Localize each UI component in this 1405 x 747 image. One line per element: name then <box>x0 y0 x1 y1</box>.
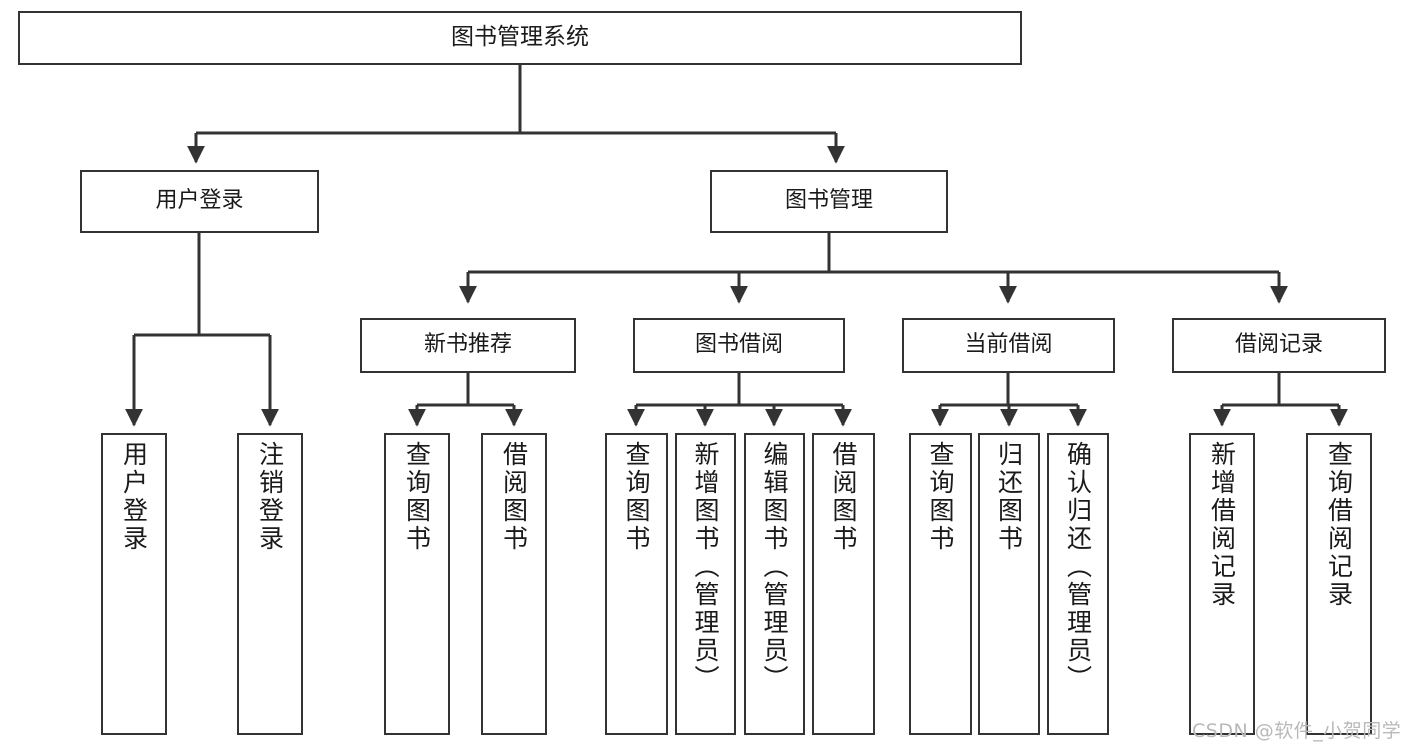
leaf-add-borrow-record[interactable]: 新增借阅记录 <box>1189 433 1255 735</box>
leaf-user-login[interactable]: 用户登录 <box>101 433 167 735</box>
leaf-borrow-book-newbook[interactable]: 借阅图书 <box>481 433 547 735</box>
leaf-query-book-current[interactable]: 查询图书 <box>909 433 972 735</box>
node-label: 归还图书 <box>994 441 1024 553</box>
node-label: 当前借阅 <box>964 332 1053 358</box>
node-root-system[interactable]: 图书管理系统 <box>18 11 1022 65</box>
leaf-query-borrow-record[interactable]: 查询借阅记录 <box>1306 433 1372 735</box>
node-label: 新增借阅记录 <box>1207 441 1237 609</box>
node-borrow-record[interactable]: 借阅记录 <box>1172 318 1386 373</box>
node-book-management[interactable]: 图书管理 <box>710 170 948 233</box>
node-label: 查询借阅记录 <box>1324 441 1354 609</box>
node-book-borrow[interactable]: 图书借阅 <box>633 318 845 373</box>
node-label: 查询图书 <box>402 441 432 553</box>
node-label: 编辑图书（管理员） <box>760 441 789 693</box>
node-label: 新书推荐 <box>423 332 512 358</box>
node-label: 图书管理 <box>784 188 873 214</box>
node-label: 图书借阅 <box>694 332 783 358</box>
node-label: 借阅记录 <box>1234 332 1323 358</box>
node-label: 新增图书（管理员） <box>691 441 720 693</box>
node-label: 借阅图书 <box>499 441 529 553</box>
node-label: 确认归还（管理员） <box>1063 441 1093 693</box>
node-label: 用户登录 <box>119 441 149 553</box>
node-label: 借阅图书 <box>829 441 858 553</box>
leaf-add-book-admin[interactable]: 新增图书（管理员） <box>675 433 736 735</box>
leaf-logout[interactable]: 注销登录 <box>237 433 303 735</box>
leaf-return-book[interactable]: 归还图书 <box>978 433 1040 735</box>
node-label: 图书管理系统 <box>451 24 589 51</box>
node-current-borrow[interactable]: 当前借阅 <box>902 318 1115 373</box>
leaf-query-book-newbook[interactable]: 查询图书 <box>384 433 450 735</box>
leaf-query-book-borrow[interactable]: 查询图书 <box>605 433 668 735</box>
node-label: 查询图书 <box>926 441 955 553</box>
leaf-edit-book-admin[interactable]: 编辑图书（管理员） <box>744 433 805 735</box>
node-new-book-recommend[interactable]: 新书推荐 <box>360 318 576 373</box>
node-label: 注销登录 <box>255 441 285 553</box>
node-label: 查询图书 <box>622 441 651 553</box>
node-label: 用户登录 <box>155 188 244 214</box>
leaf-confirm-return-admin[interactable]: 确认归还（管理员） <box>1047 433 1109 735</box>
node-user-login[interactable]: 用户登录 <box>80 170 319 233</box>
leaf-borrow-book-borrow[interactable]: 借阅图书 <box>812 433 875 735</box>
